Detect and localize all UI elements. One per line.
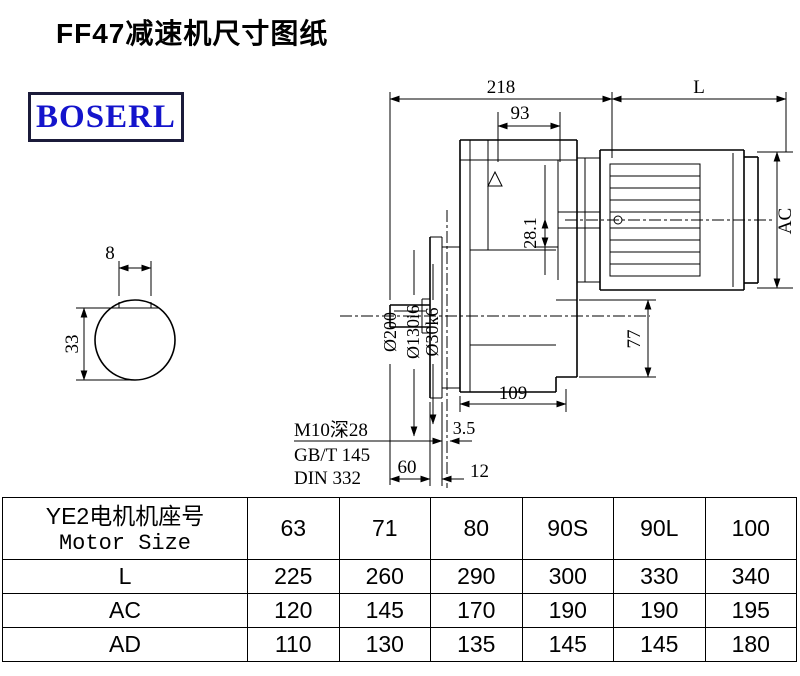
motor-size-table: YE2电机机座号 Motor Size 63 71 80 90S 90L 100… — [2, 497, 797, 662]
cell: 260 — [338, 559, 431, 594]
row-label: AC — [2, 593, 248, 628]
shaft-section-view: 8 33 — [62, 243, 176, 381]
dim-77: 77 — [624, 330, 645, 349]
cell: 170 — [430, 593, 523, 628]
cell: 190 — [613, 593, 706, 628]
cell: 300 — [521, 559, 614, 594]
size-col: 90S — [521, 497, 614, 560]
table-row-AD: AD 110 130 135 145 145 180 — [2, 627, 797, 662]
dim-33: 33 — [62, 335, 83, 354]
motor-eyebolt-icon — [613, 215, 623, 225]
cell: 190 — [521, 593, 614, 628]
dim-109: 109 — [499, 383, 528, 404]
logo-text: BOSERL — [36, 98, 176, 135]
boserl-logo: BOSERL — [28, 92, 184, 142]
cell: 145 — [521, 627, 614, 662]
dim-60: 60 — [398, 457, 417, 478]
header-motor-size: YE2电机机座号 Motor Size — [2, 497, 248, 560]
cell: 180 — [704, 627, 797, 662]
cell: 110 — [247, 627, 340, 662]
row-label: AD — [2, 627, 248, 662]
cell: 330 — [613, 559, 706, 594]
cell: 145 — [338, 593, 431, 628]
note-din: DIN 332 — [294, 468, 361, 489]
dim-12: 12 — [470, 461, 489, 482]
table-row-L: L 225 260 290 300 330 340 — [2, 559, 797, 594]
dim-218: 218 — [487, 77, 516, 98]
size-col: 90L — [613, 497, 706, 560]
dim-3-5: 3.5 — [453, 418, 476, 438]
cell: 195 — [704, 593, 797, 628]
header-en: Motor Size — [58, 530, 192, 556]
size-col: 80 — [430, 497, 523, 560]
cell: 120 — [247, 593, 340, 628]
cell: 135 — [430, 627, 523, 662]
cell: 145 — [613, 627, 706, 662]
dim-d30: Ø30k6 — [422, 308, 442, 357]
dim-93: 93 — [511, 103, 530, 124]
dim-8: 8 — [105, 243, 115, 264]
centerlines — [340, 210, 772, 488]
note-gbt: GB/T 145 — [294, 445, 370, 466]
size-col: 63 — [247, 497, 340, 560]
header-cn: YE2电机机座号 — [45, 502, 205, 529]
cell: 225 — [247, 559, 340, 594]
table-header-row: YE2电机机座号 Motor Size 63 71 80 90S 90L 100 — [2, 497, 797, 560]
cell: 290 — [430, 559, 523, 594]
page-title: FF47减速机尺寸图纸 — [56, 18, 329, 49]
gearbox-housing — [389, 139, 578, 399]
chamfer-mark-icon — [487, 170, 503, 187]
row-label: L — [2, 559, 248, 594]
dim-28-1: 28.1 — [520, 217, 540, 249]
note-thread: M10深28 — [294, 419, 368, 441]
dim-d200: Ø200 — [380, 312, 400, 352]
dimensions: 218 L 93 AC Ø200 Ø130i6 Ø30k6 28.1 77 10… — [294, 77, 796, 489]
table-row-AC: AC 120 145 170 190 190 195 — [2, 593, 797, 628]
size-col: 71 — [338, 497, 431, 560]
size-col: 100 — [704, 497, 797, 560]
cell: 340 — [704, 559, 797, 594]
dim-AC: AC — [775, 208, 796, 234]
dim-L: L — [693, 77, 705, 98]
dim-d130: Ø130i6 — [403, 305, 423, 359]
cell: 130 — [338, 627, 431, 662]
motor — [558, 149, 759, 291]
